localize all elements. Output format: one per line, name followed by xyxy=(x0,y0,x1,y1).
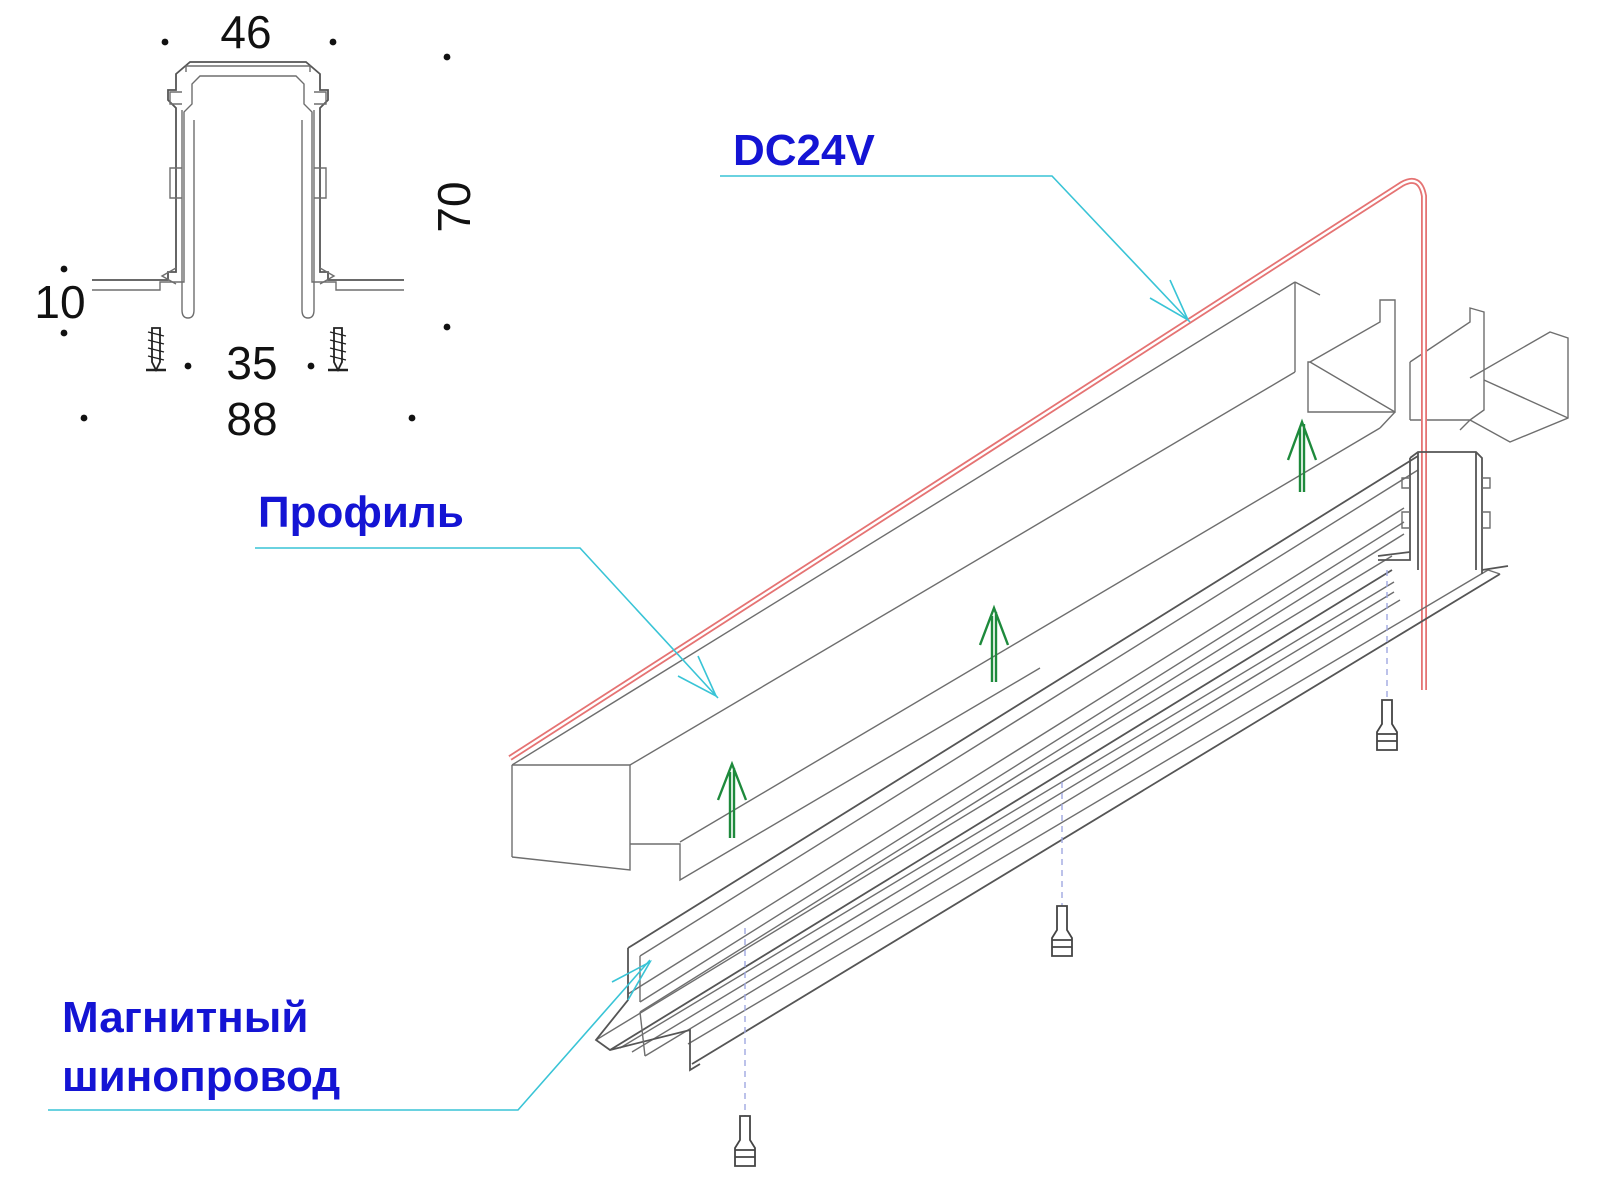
profile-segment4-inner xyxy=(1483,379,1569,419)
label-busbar-line1: Магнитный xyxy=(62,993,308,1042)
section-clip-left-low xyxy=(160,267,177,285)
busbar-top-edge xyxy=(627,455,1419,949)
busbar-leader-arrow xyxy=(611,960,653,1001)
anchor-icon xyxy=(1051,905,1073,957)
profile-channel xyxy=(511,281,1569,882)
section-clip-left-top xyxy=(169,91,182,105)
label-busbar-line2: шинопровод xyxy=(62,1052,340,1101)
label-voltage: DC24V xyxy=(733,126,875,175)
busbar-flange-top xyxy=(687,569,1489,1045)
profile-leader-arrow xyxy=(677,655,718,698)
profile-inner-top-edge xyxy=(629,371,1296,766)
profile-inner-bottom xyxy=(630,667,1041,882)
busbar-flange-bottom xyxy=(691,573,1501,1065)
section-inner-contour xyxy=(92,75,404,291)
busbar-line-9 xyxy=(644,599,1401,1057)
section-clip-right-top xyxy=(314,91,327,105)
profile-segment3-inner xyxy=(1409,362,1471,431)
section-outer-contour xyxy=(92,61,404,281)
profile-lower-run xyxy=(679,427,1381,843)
cable-line xyxy=(508,178,1427,761)
busbar-flange-end xyxy=(1487,569,1501,575)
section-clip-left-mid xyxy=(169,167,182,199)
cable-inner xyxy=(509,179,1426,760)
anchor-icon xyxy=(734,1115,756,1167)
arrow-up-icon xyxy=(716,760,748,838)
screw-icon xyxy=(146,327,166,373)
section-right-wall xyxy=(301,110,315,319)
dim-top-width: 46 xyxy=(220,6,271,58)
anchor-icon xyxy=(1376,699,1398,751)
profile-segment2 xyxy=(1307,299,1396,413)
label-profile: Профиль xyxy=(258,488,464,537)
busbar-line-3 xyxy=(639,521,1405,1003)
busbar-line-5 xyxy=(595,555,1393,1041)
arrow-up-icon xyxy=(1286,418,1318,492)
dimension-dots xyxy=(60,38,451,422)
busbar-line-8 xyxy=(631,591,1395,1053)
arrow-up-icon xyxy=(978,604,1010,682)
profile-cross-section: 46 70 10 35 88 xyxy=(34,6,480,445)
busbar-back-flange xyxy=(1377,551,1509,571)
busbar-line-7 xyxy=(619,581,1395,1049)
profile-segment4 xyxy=(1469,331,1569,443)
voltage-leader-arrow xyxy=(1149,279,1190,322)
profile-front-bottom xyxy=(511,844,631,871)
profile-segment2-side xyxy=(1309,361,1396,429)
dim-flange: 10 xyxy=(34,276,85,328)
magnetic-busbar xyxy=(594,451,1509,1072)
section-clip-right-low xyxy=(319,267,336,285)
busbar-line-6 xyxy=(609,569,1393,1051)
profile-top-back-edge xyxy=(511,281,1296,766)
busbar-line-1 xyxy=(639,469,1419,957)
busbar-line-4 xyxy=(639,533,1405,1013)
voltage-leader xyxy=(720,175,1191,323)
dim-overall-width: 88 xyxy=(226,393,277,445)
section-clip-right-mid xyxy=(314,167,327,199)
section-left-wall xyxy=(181,110,195,319)
profile-leader xyxy=(255,547,719,699)
dim-inner-width: 35 xyxy=(226,337,277,389)
mounting-guides xyxy=(744,570,1388,1116)
profile-segment1-end xyxy=(1294,281,1321,372)
busbar-line-2 xyxy=(627,507,1405,995)
busbar-back-clips xyxy=(1401,477,1491,529)
dim-height: 70 xyxy=(428,181,480,232)
busbar-back-section xyxy=(1378,451,1483,574)
busbar-leader xyxy=(48,959,651,1111)
screw-icon xyxy=(328,327,348,373)
section-top-cap xyxy=(185,65,311,72)
